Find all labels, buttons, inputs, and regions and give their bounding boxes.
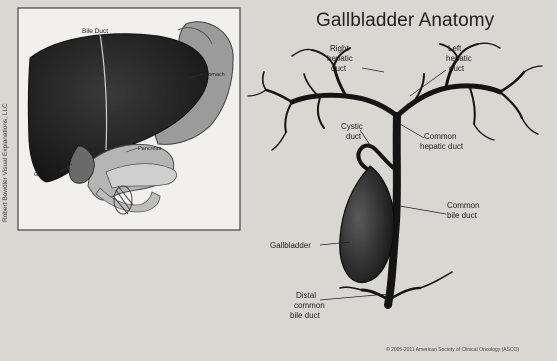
- label-right-hepatic-3: duct: [331, 64, 347, 73]
- inset-label-stomach: Stomach: [203, 72, 225, 78]
- left-hepatic-duct: [397, 86, 500, 116]
- label-distal-2: common: [294, 301, 325, 310]
- label-cystic-1: Cystic: [341, 122, 363, 131]
- gallbladder: [340, 166, 394, 282]
- label-distal-3: bile duct: [290, 311, 321, 320]
- label-common-hepatic-2: hepatic duct: [420, 142, 464, 151]
- label-right-hepatic-2: hepatic: [327, 54, 353, 63]
- inset-label-pancreas: Pancreas: [138, 146, 161, 152]
- label-common-hepatic-1: Common: [424, 132, 456, 141]
- right-hepatic-duct: [292, 95, 397, 116]
- label-left-hepatic-3: duct: [449, 64, 465, 73]
- label-left-hepatic-1: Left: [448, 44, 462, 53]
- bile-duct-tree: [248, 43, 542, 305]
- inset-panel: Bile Duct Stomach Pancreas Gallbladder: [18, 8, 240, 230]
- inset-label-gallbladder: Gallbladder: [34, 172, 62, 178]
- label-common-bile-1: Common: [447, 201, 479, 210]
- figure-title: Gallbladder Anatomy: [316, 10, 494, 32]
- inset-credit: Robert Bowdler Visual Explanations, LLC: [2, 2, 9, 222]
- label-left-hepatic-2: hepatic: [446, 54, 472, 63]
- label-common-bile-2: bile duct: [447, 211, 478, 220]
- label-gallbladder: Gallbladder: [270, 241, 311, 250]
- copyright: © 2005-2011 American Society of Clinical…: [386, 347, 519, 353]
- label-right-hepatic-1: Right: [330, 44, 349, 53]
- label-cystic-2: duct: [346, 132, 362, 141]
- inset-label-bile-duct: Bile Duct: [82, 28, 108, 35]
- cystic-duct: [358, 146, 396, 171]
- label-distal-1: Distal: [296, 291, 316, 300]
